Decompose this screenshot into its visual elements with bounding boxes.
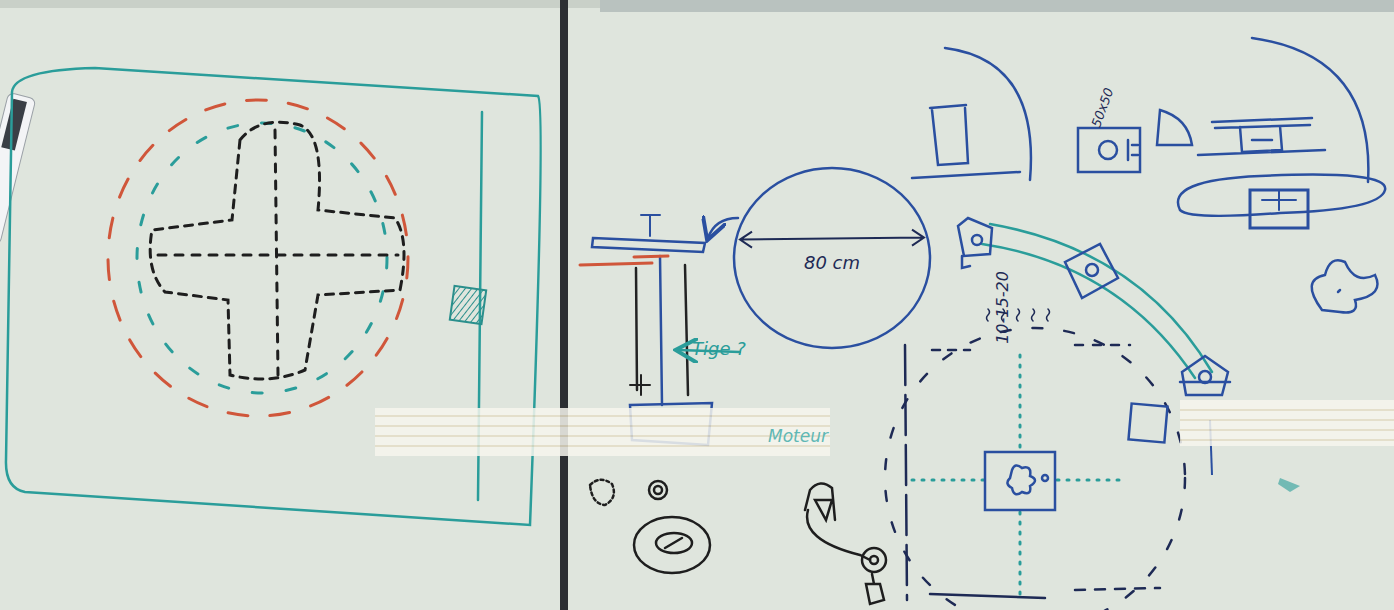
dimension-label: 80 cm — [804, 252, 860, 273]
circle-shape: 80 cm — [732, 166, 932, 350]
marker-pen — [0, 92, 36, 244]
size-series: 10-15-20 — [993, 271, 1012, 344]
motor-note: Moteur — [768, 426, 828, 446]
dimension-label: 50x50 — [1088, 86, 1116, 129]
rod-note: Tige ? — [692, 338, 746, 359]
